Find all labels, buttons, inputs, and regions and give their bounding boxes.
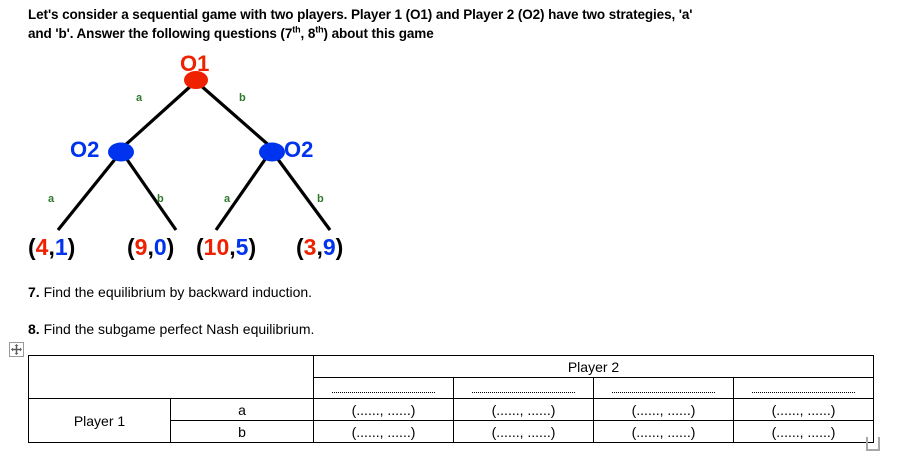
row-label-a: a: [170, 398, 314, 421]
paren-close: ): [335, 234, 344, 260]
table-subheader-col-1[interactable]: [313, 377, 454, 399]
intro-line-2-prefix: and 'b'. Answer the following questions …: [28, 26, 293, 41]
edge-label-right-b: b: [317, 193, 324, 205]
question-8-text: Find the subgame perfect Nash equilibriu…: [43, 321, 315, 337]
payoff-2-player1: 9: [134, 234, 148, 260]
question-7: 7. Find the equilibrium by backward indu…: [28, 283, 312, 301]
table-cell-a-3[interactable]: (......, ......): [593, 398, 734, 421]
right-node-marker: [259, 142, 285, 162]
payoff-4-player2: 9: [322, 234, 336, 260]
payoff-1-player1: 4: [35, 234, 49, 260]
table-cell-b-1[interactable]: (......, ......): [313, 420, 454, 443]
question-7-number: 7.: [28, 284, 40, 300]
cell-value: (......, ......): [631, 401, 696, 418]
table-cell-b-4[interactable]: (......, ......): [732, 420, 875, 443]
cell-value: (......, ......): [631, 423, 696, 440]
table-resize-handle[interactable]: [866, 437, 880, 451]
paren-open: (: [196, 234, 204, 260]
paren-open: (: [296, 234, 304, 260]
table-header-player1: Player 1: [28, 398, 171, 443]
payoff-3-player2: 5: [235, 234, 249, 260]
payoff-leaf-3: (10,5): [196, 234, 256, 261]
root-node-marker: [184, 71, 208, 89]
intro-line-2-middle: , 8: [300, 26, 316, 41]
table-cell-b-3[interactable]: (......, ......): [593, 420, 734, 443]
left-node-marker: [108, 142, 134, 162]
ordinal-suffix-7: th: [292, 24, 301, 35]
row-label-b: b: [170, 420, 314, 443]
edge-label-left-a: a: [48, 193, 55, 205]
table-row-header-sub: [29, 377, 875, 399]
payoff-2-player2: 0: [153, 234, 167, 260]
table-subheader-col-2[interactable]: [453, 377, 594, 399]
ordinal-suffix-8: th: [315, 24, 324, 35]
payoff-matrix: Player 2 Player 1 a (......, ...: [28, 355, 875, 443]
table-cell-a-2[interactable]: (......, ......): [453, 398, 594, 421]
table-move-handle[interactable]: [9, 342, 24, 357]
table-cell-b-2[interactable]: (......, ......): [453, 420, 594, 443]
dotted-blank: [752, 382, 855, 393]
paren-close: ): [166, 234, 175, 260]
cell-value: (......, ......): [491, 401, 556, 418]
table-header-player2: Player 2: [312, 355, 875, 378]
table-corner-blank[interactable]: [28, 355, 314, 399]
node-label-o2-right: O2: [284, 137, 314, 162]
table-cell-a-1[interactable]: (......, ......): [313, 398, 454, 421]
payoff-2-comma: ,: [147, 234, 154, 260]
node-label-o1: O1: [180, 51, 210, 76]
paren-open: (: [28, 234, 36, 260]
table-row: b (......, ......) (......, ......) (...…: [29, 420, 875, 443]
payoff-3-comma: ,: [229, 234, 236, 260]
payoff-leaf-1: (4,1): [28, 234, 75, 261]
cell-value: (......, ......): [351, 401, 416, 418]
cell-value: (......, ......): [771, 423, 836, 440]
edge-label-right-a: a: [224, 193, 231, 205]
move-cross-icon: [11, 344, 22, 355]
cell-value: (......, ......): [491, 423, 556, 440]
node-label-o2-left: O2: [70, 137, 100, 162]
paren-open: (: [127, 234, 135, 260]
question-8-number: 8.: [28, 321, 40, 337]
payoff-3-player1: 10: [203, 234, 230, 260]
intro-line-1: Let's consider a sequential game with tw…: [28, 7, 693, 22]
table-cell-a-4[interactable]: (......, ......): [732, 398, 875, 421]
edge-label-left-b: b: [157, 193, 164, 205]
cell-value: (......, ......): [351, 423, 416, 440]
edge-label-root-a: a: [136, 92, 143, 104]
table-subheader-col-3[interactable]: [593, 377, 734, 399]
table-row: Player 1 a (......, ......) (......, ...…: [28, 398, 875, 443]
paren-close: ): [248, 234, 257, 260]
dotted-blank: [472, 382, 575, 393]
intro-paragraph: Let's consider a sequential game with tw…: [28, 5, 878, 43]
table-subheader-col-4[interactable]: [732, 377, 875, 399]
paren-close: ): [67, 234, 76, 260]
edge-label-root-b: b: [239, 92, 246, 104]
cell-value: (......, ......): [771, 401, 836, 418]
payoff-leaf-4: (3,9): [296, 234, 343, 261]
game-tree-branches: [56, 71, 332, 232]
game-tree-diagram: O1 O2 O2 a b a b a b (4,1) (9,0) (10,5) …: [0, 48, 420, 273]
table-row-header-top: Player 2: [28, 355, 875, 399]
payoff-1-comma: ,: [48, 234, 55, 260]
payoff-1-player2: 1: [54, 234, 68, 260]
payoff-leaf-2: (9,0): [127, 234, 174, 261]
dotted-blank: [332, 382, 435, 393]
question-8: 8. Find the subgame perfect Nash equilib…: [28, 320, 314, 338]
payoff-4-player1: 3: [303, 234, 317, 260]
payoff-4-comma: ,: [316, 234, 323, 260]
payoff-matrix-table: Player 2 Player 1 a (......, ...: [28, 355, 875, 443]
intro-line-2-suffix: ) about this game: [323, 26, 434, 41]
dotted-blank: [612, 382, 715, 393]
question-7-text: Find the equilibrium by backward inducti…: [43, 284, 313, 300]
